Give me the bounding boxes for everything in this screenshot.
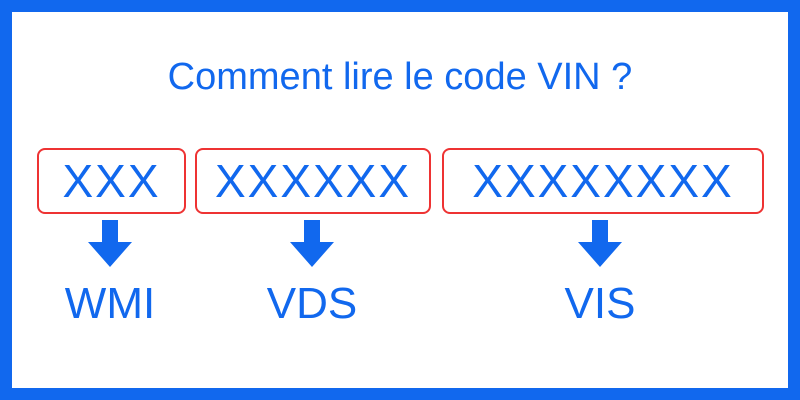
vis-label: VIS <box>564 279 636 328</box>
vds-code-box: XXXXXX <box>195 148 431 214</box>
wmi-code-box: XXX <box>37 148 186 214</box>
arrow-down-icon <box>578 220 622 267</box>
arrow-down-icon <box>290 220 334 267</box>
page-title: Comment lire le code VIN ? <box>167 56 633 98</box>
vis-code-box: XXXXXXXX <box>442 148 764 214</box>
wmi-label: WMI <box>64 279 156 328</box>
vds-label: VDS <box>266 279 358 328</box>
arrow-down-icon <box>88 220 132 267</box>
